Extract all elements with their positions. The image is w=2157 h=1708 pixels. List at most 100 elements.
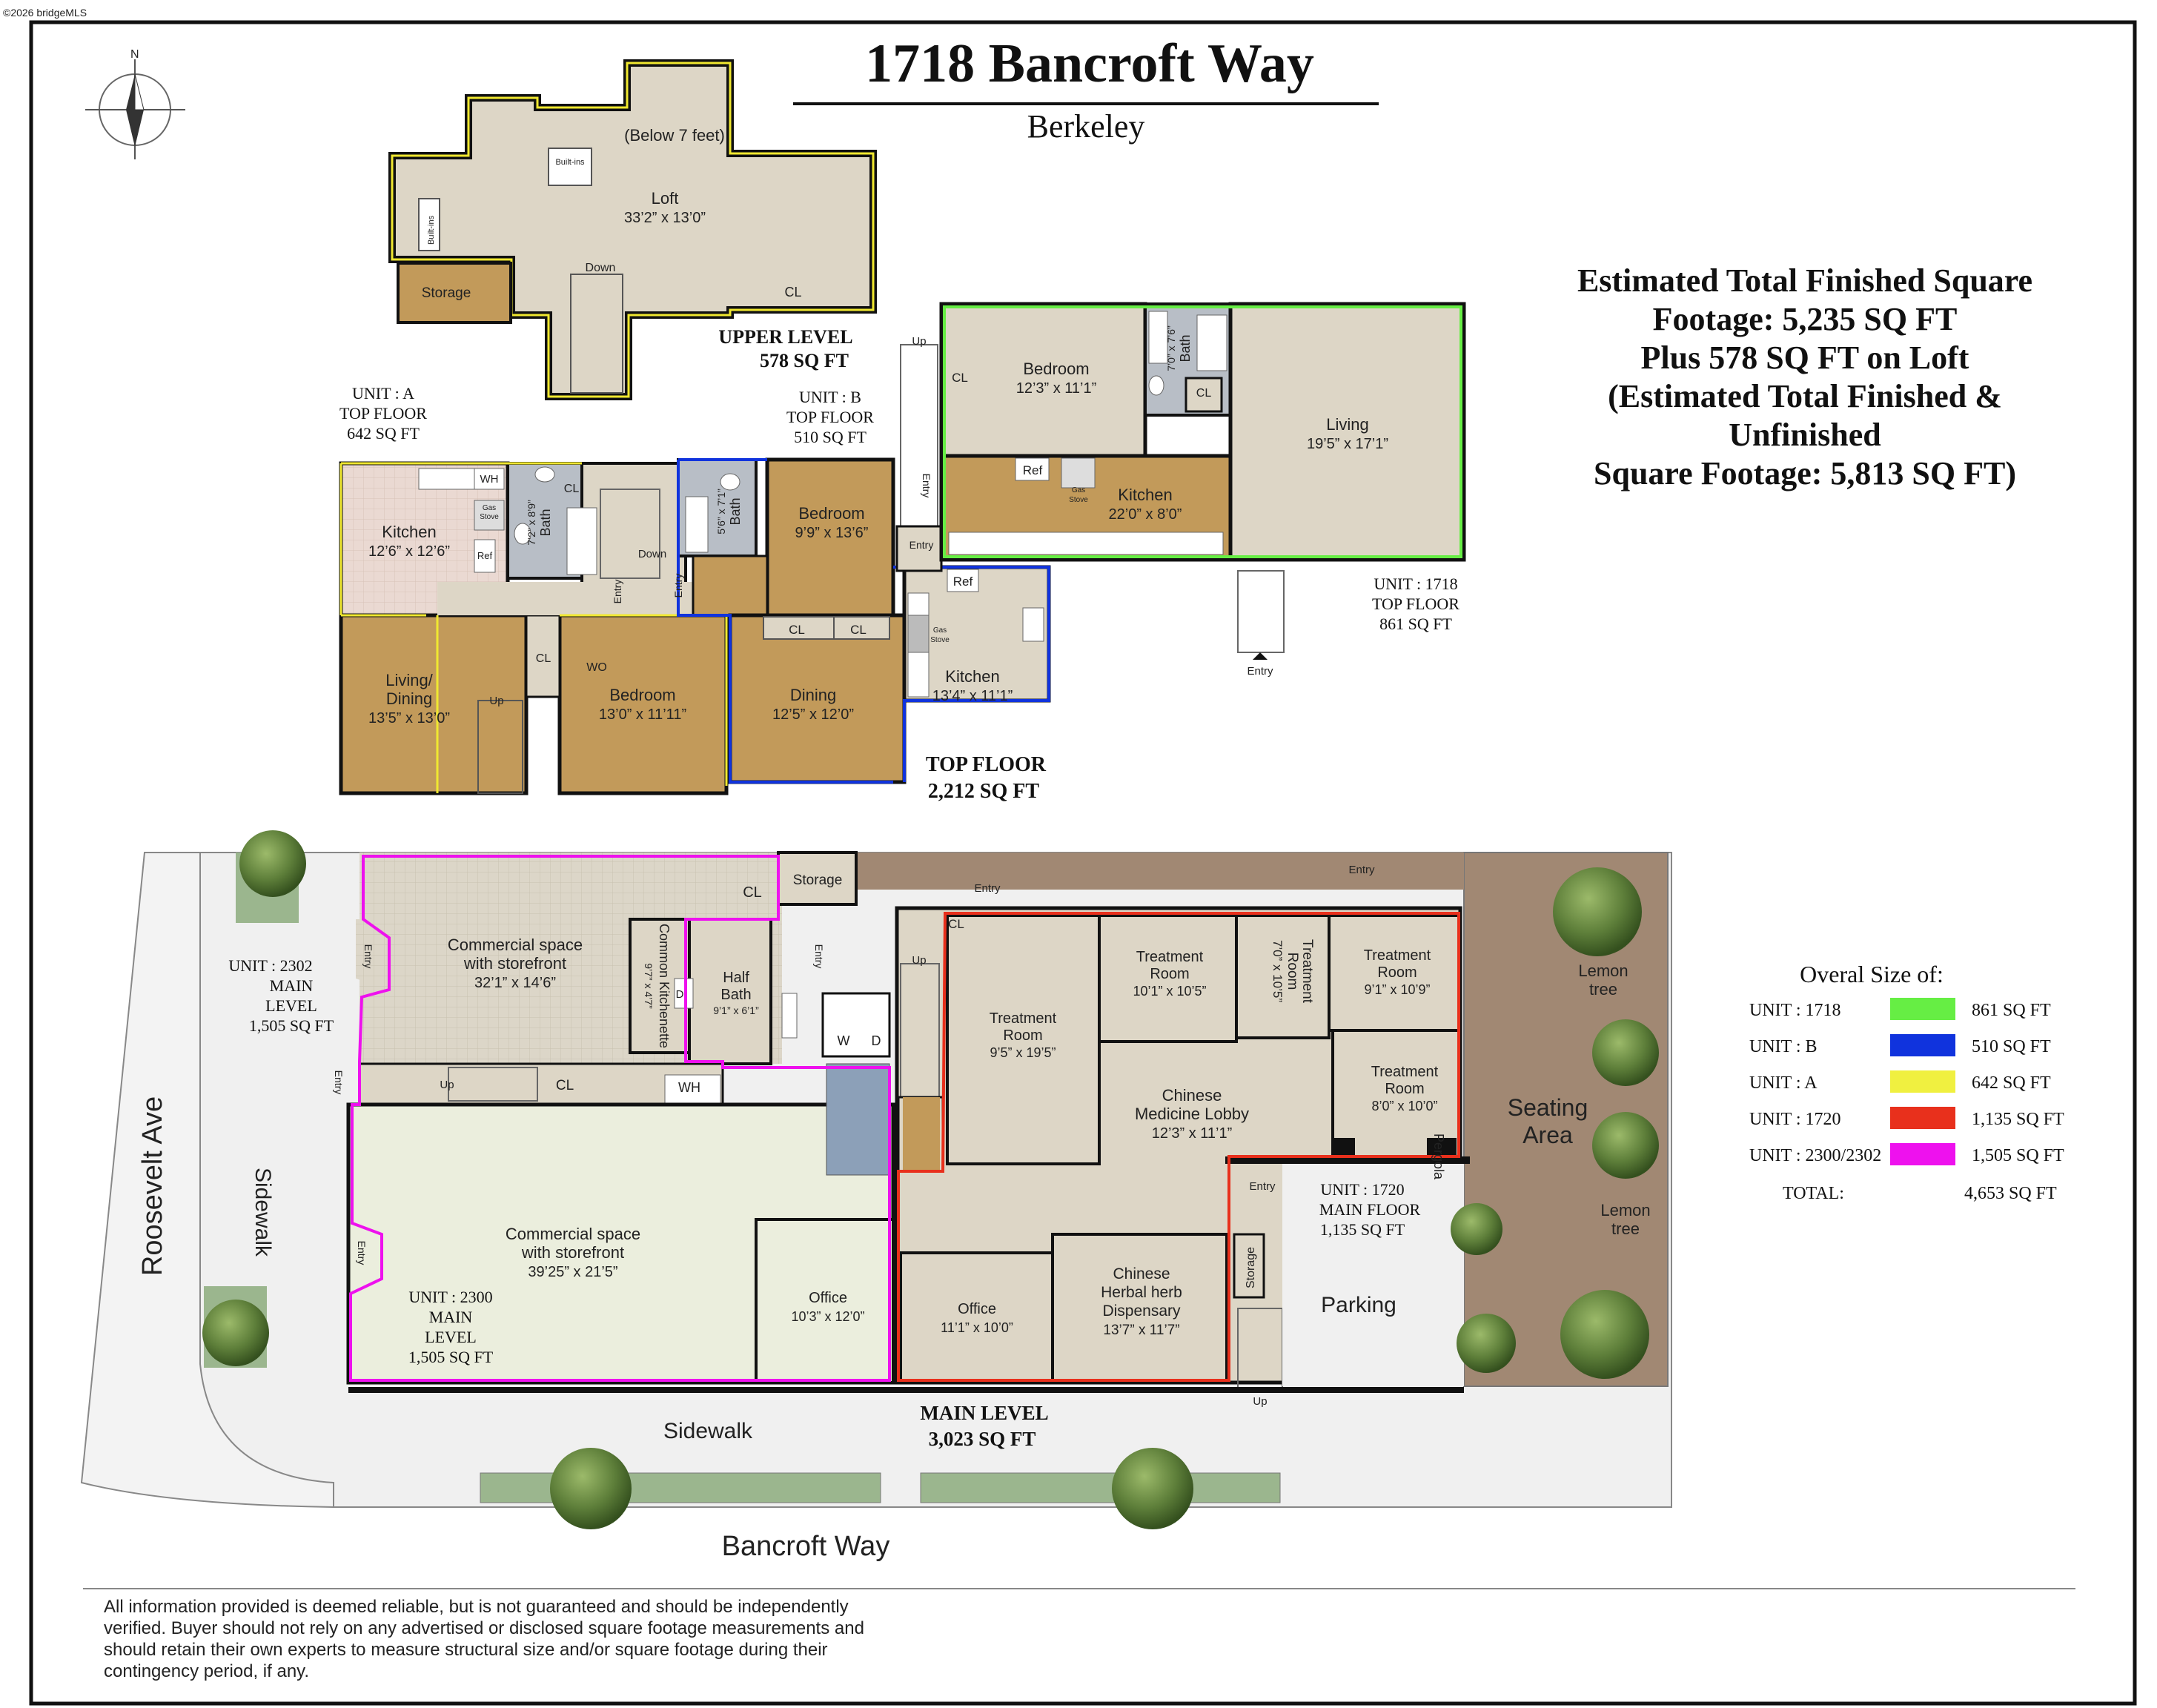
storage-closet [1233,1233,1265,1299]
svg-text:Bath: Bath [538,509,553,536]
svg-text:CL: CL [1196,387,1212,400]
unit-a-bedroom [557,613,729,795]
svg-text:(Below 7 feet): (Below 7 feet) [624,126,725,145]
svg-text:5’6” x 7’1”: 5’6” x 7’1” [715,489,727,534]
svg-text:Bath: Bath [720,987,751,1003]
svg-text:CL: CL [556,1078,574,1093]
planting-strip [480,1472,881,1503]
unit-1720-label: UNIT : 1720 [1320,1180,1404,1199]
svg-text:CL: CL [536,652,551,665]
svg-text:1,135 SQ FT: 1,135 SQ FT [1320,1220,1405,1239]
svg-text:Entry: Entry [612,580,623,604]
main-level-sqft: 3,023 SQ FT [929,1428,1036,1450]
sidewalk-label: Sidewalk [663,1419,753,1443]
svg-text:Treatment: Treatment [1364,947,1431,964]
legend-sqft: 1,135 SQ FT [1972,1110,2064,1129]
svg-text:Entry: Entry [356,1241,368,1265]
svg-text:with storefront: with storefront [463,954,566,973]
svg-text:39’25” x 21’5”: 39’25” x 21’5” [528,1264,617,1280]
svg-text:Entry: Entry [1348,864,1375,876]
svg-text:12’3” x 11’1”: 12’3” x 11’1” [1016,380,1097,397]
legend-swatch [1890,1143,1955,1165]
svg-text:Treatment: Treatment [1299,939,1315,1004]
unit-1720-outline-red [897,912,1460,1382]
svg-text:11’1” x 10’0”: 11’1” x 10’0” [941,1320,1013,1335]
svg-text:Room: Room [1150,966,1189,982]
tree-icon [239,830,306,897]
loft-outline-yellow [391,62,875,398]
builtins-box [548,148,592,186]
street-bancroft: Bancroft Way [722,1531,890,1562]
parking-area [1282,1160,1464,1386]
street-roosevelt: Roosevelt Ave [137,1096,168,1276]
unit-1718-bedroom [939,302,1147,458]
legend-sqft: 510 SQ FT [1972,1037,2051,1056]
tree-icon [1592,1112,1659,1179]
upper-level-label: UPPER LEVEL [718,326,852,348]
svg-text:Living/: Living/ [385,671,433,689]
svg-text:Up: Up [912,954,926,967]
svg-text:Treatment: Treatment [990,1010,1057,1027]
svg-text:D: D [676,988,684,1001]
legend-total-value: 4,653 SQ FT [1964,1184,2057,1203]
legend-swatch [1890,1070,1955,1093]
svg-text:861 SQ FT: 861 SQ FT [1379,615,1452,633]
svg-text:Commercial space: Commercial space [448,936,583,954]
planting-strip [920,1472,1281,1503]
summary-line: (Estimated Total Finished & [1608,378,2002,414]
legend-sqft: 1,505 SQ FT [1972,1146,2064,1165]
summary-line: Unfinished [1729,417,1881,453]
main-level-label: MAIN LEVEL [920,1402,1048,1424]
loft-name: Loft [652,189,679,208]
unit-b-hall [692,555,769,617]
svg-text:12’5” x 12’0”: 12’5” x 12’0” [772,706,854,723]
treatment-room-1 [946,914,1101,1165]
svg-text:Chinese: Chinese [1162,1086,1222,1105]
svg-text:CL: CL [789,623,805,637]
svg-text:Bedroom: Bedroom [1023,360,1089,378]
unit-2300-outline-magenta [349,855,891,1382]
svg-text:32’1” x 14’6”: 32’1” x 14’6” [474,975,556,991]
svg-text:MAIN: MAIN [270,976,314,995]
svg-text:Seating: Seating [1508,1094,1588,1121]
unit-2300-label: UNIT : 2300 [408,1288,492,1306]
back-yard [856,853,1464,890]
tree-icon [1553,867,1642,956]
legend-swatch [1890,1107,1955,1129]
svg-text:Herbal herb: Herbal herb [1101,1284,1182,1301]
legend-total-label: TOTAL: [1783,1184,1844,1203]
page-subtitle: Berkeley [1027,108,1145,145]
svg-text:tree: tree [1589,980,1617,999]
svg-text:Lemon: Lemon [1578,961,1628,980]
svg-text:Treatment: Treatment [1371,1064,1439,1080]
svg-text:Medicine Lobby: Medicine Lobby [1135,1105,1249,1123]
svg-text:Room: Room [1385,1081,1424,1097]
svg-text:Entry: Entry [362,944,374,969]
svg-text:Kitchen: Kitchen [1118,486,1172,504]
tree-icon [1112,1448,1193,1529]
svg-text:13’0” x 11’11”: 13’0” x 11’11” [599,706,686,723]
svg-text:Ref: Ref [477,550,493,561]
svg-text:510 SQ FT: 510 SQ FT [794,428,867,446]
unit-b-label: UNIT : B [799,388,861,406]
svg-text:Pergola: Pergola [1431,1133,1446,1180]
storefront-tile [826,1063,890,1176]
herbal-dispensary [1051,1233,1228,1384]
svg-text:Living: Living [1326,415,1368,434]
svg-text:9’5” x 19’5”: 9’5” x 19’5” [990,1045,1056,1060]
treatment-room-3 [1235,914,1331,1039]
svg-text:Lemon: Lemon [1600,1201,1650,1219]
svg-text:CL: CL [784,285,801,299]
svg-text:Parking: Parking [1321,1293,1396,1317]
treatment-room-4 [1328,914,1460,1032]
svg-text:7’0” x 10’5”: 7’0” x 10’5” [1270,940,1285,1002]
svg-text:Up: Up [1253,1395,1267,1408]
unit-1718-outline-green [943,305,1462,558]
unit-a-living [339,613,529,795]
svg-text:9’9” x 13’6”: 9’9” x 13’6” [795,525,869,541]
legend-unit: UNIT : 2300/2302 [1749,1146,1881,1165]
svg-text:LEVEL: LEVEL [425,1328,477,1346]
svg-text:LEVEL: LEVEL [265,996,317,1015]
svg-text:19’5” x 17’1”: 19’5” x 17’1” [1307,436,1388,452]
